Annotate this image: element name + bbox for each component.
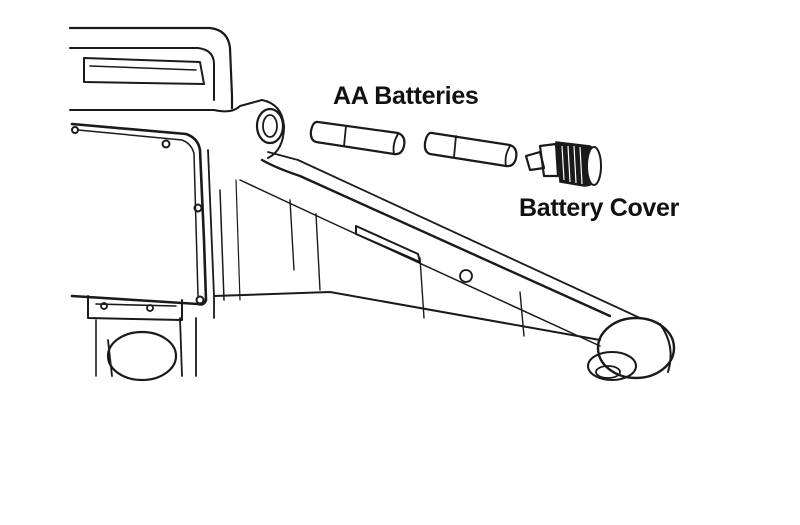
screw-icon	[193, 203, 203, 213]
screw-icon	[146, 304, 154, 312]
screw-icon	[71, 126, 79, 134]
aa-battery-1	[309, 120, 406, 156]
base-assembly	[87, 295, 197, 382]
aa-batteries-label: AA Batteries	[333, 82, 479, 110]
screw-icon	[195, 295, 205, 305]
aa-battery-2	[423, 131, 518, 168]
control-panel	[70, 122, 208, 306]
arm-hole	[459, 269, 473, 283]
battery-cover-label: Battery Cover	[519, 194, 680, 222]
screw-icon	[100, 302, 108, 310]
device-housing	[68, 26, 676, 382]
arm-slot	[355, 225, 421, 263]
screw-icon	[161, 139, 171, 149]
end-pivot	[587, 316, 676, 381]
battery-cover	[524, 141, 602, 187]
